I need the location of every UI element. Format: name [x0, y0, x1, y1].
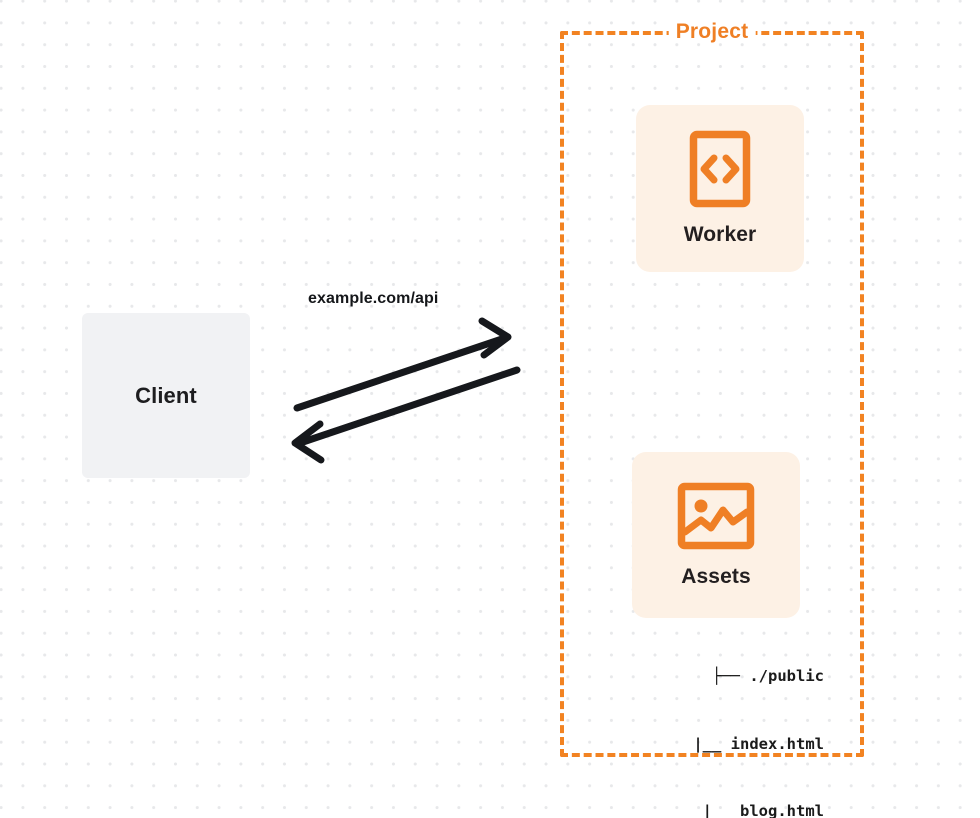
- client-project-connector: [270, 275, 540, 475]
- image-picture-icon: [677, 482, 755, 555]
- client-node[interactable]: Client: [82, 313, 250, 478]
- code-brackets-icon: [689, 130, 751, 213]
- assets-file-tree: ├── ./public |__ index.html |__ blog.htm…: [612, 620, 824, 818]
- file-tree-row: ├── ./public: [712, 667, 824, 685]
- assets-label: Assets: [681, 564, 751, 588]
- file-tree-row: |__ blog.html: [702, 802, 824, 818]
- arrow-left-icon: [291, 366, 521, 464]
- arrow-right-icon: [293, 317, 512, 412]
- file-tree-row: |__ index.html: [693, 734, 824, 753]
- worker-label: Worker: [683, 223, 757, 246]
- connection-label: example.com/api: [308, 290, 439, 307]
- project-label: Project: [668, 21, 756, 43]
- client-label: Client: [135, 382, 197, 408]
- worker-card[interactable]: Worker: [636, 105, 804, 272]
- project-container[interactable]: Project Worker Assets: [560, 21, 864, 818]
- assets-card[interactable]: Assets: [632, 452, 800, 618]
